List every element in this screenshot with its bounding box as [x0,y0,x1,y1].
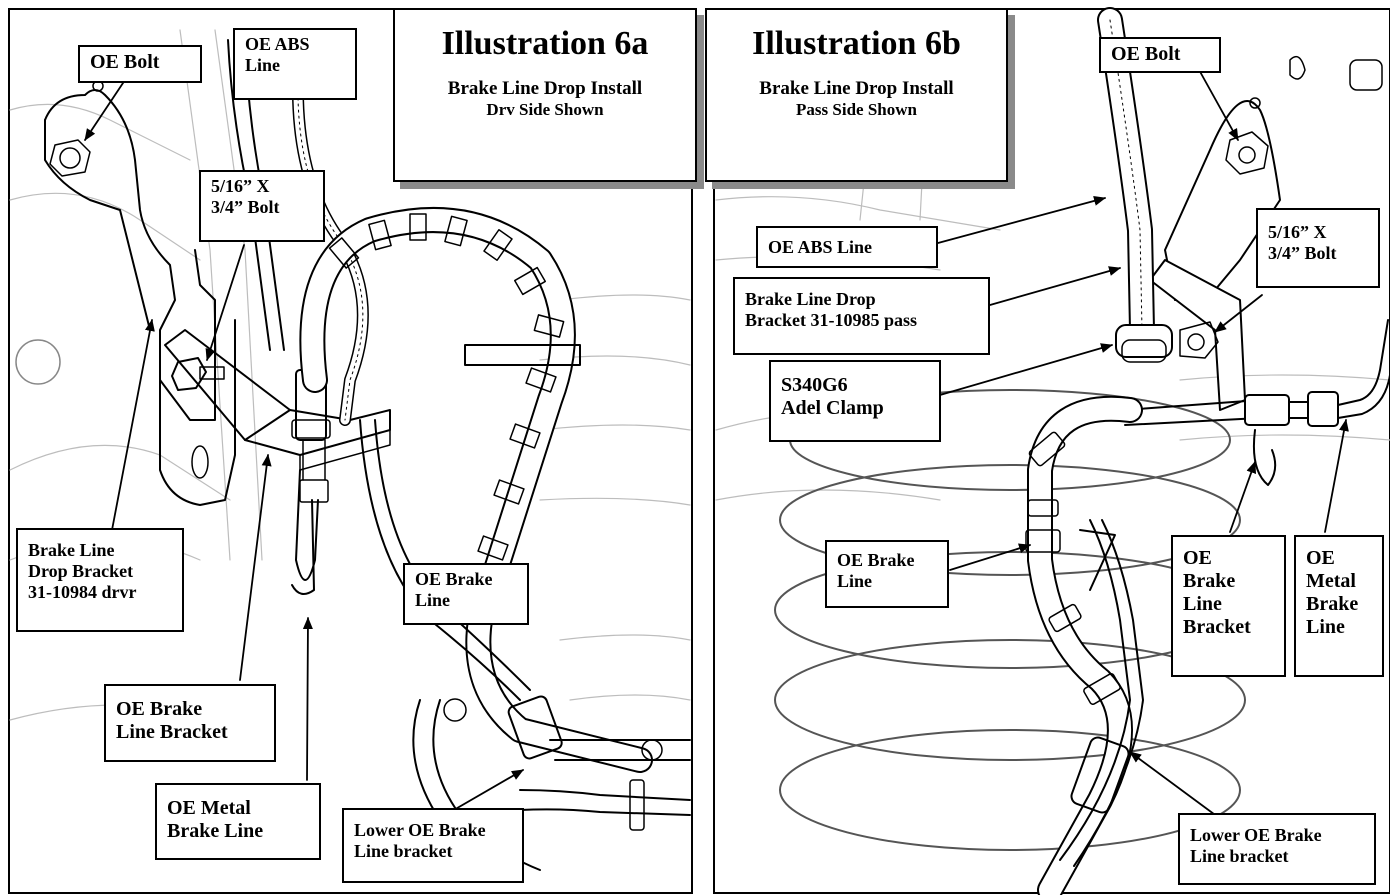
panel-a-frame [8,8,693,894]
panel-b-bolt-size-label: 5/16” X 3/4” Bolt [1256,208,1380,288]
panel-b-drop-bracket-label: Brake Line Drop Bracket 31-10985 pass [733,277,990,355]
panel-b-title-box: Illustration 6b Brake Line Drop Install … [705,8,1008,182]
panel-b-oe-brake-line-bracket-label: OE Brake Line Bracket [1171,535,1286,677]
panel-b-side: Pass Side Shown [796,100,917,119]
panel-a-title-box: Illustration 6a Brake Line Drop Install … [393,8,697,182]
panel-a-drop-bracket-label: Brake Line Drop Bracket 31-10984 drvr [16,528,184,632]
panel-b-oe-brake-line-label: OE Brake Line [825,540,949,608]
panel-a-title: Illustration 6a [441,25,649,62]
panel-a-oe-bolt-label: OE Bolt [78,45,202,83]
panel-a-oe-brake-line-bracket-label: OE Brake Line Bracket [104,684,276,762]
panel-a-oe-abs-line-label: OE ABS Line [233,28,357,100]
panel-a-oe-brake-line-label: OE Brake Line [403,563,529,625]
panel-b-oe-bolt-label: OE Bolt [1099,37,1221,73]
panel-b-adel-clamp-label: S340G6 Adel Clamp [769,360,941,442]
panel-a-side: Drv Side Shown [486,100,604,119]
panel-b-title: Illustration 6b [752,25,961,62]
panel-b-oe-metal-brake-line-label: OE Metal Brake Line [1294,535,1384,677]
panel-b-subtitle: Brake Line Drop Install [759,78,954,99]
panel-a-lower-bracket-label: Lower OE Brake Line bracket [342,808,524,883]
panel-a-oe-metal-brake-line-label: OE Metal Brake Line [155,783,321,860]
panel-b-lower-bracket-label: Lower OE Brake Line bracket [1178,813,1376,885]
panel-a-subtitle: Brake Line Drop Install [447,78,643,99]
panel-a-bolt-size-label: 5/16” X 3/4” Bolt [199,170,325,242]
panel-b-oe-abs-line-label: OE ABS Line [756,226,938,268]
panel-a-drawing [9,29,691,881]
